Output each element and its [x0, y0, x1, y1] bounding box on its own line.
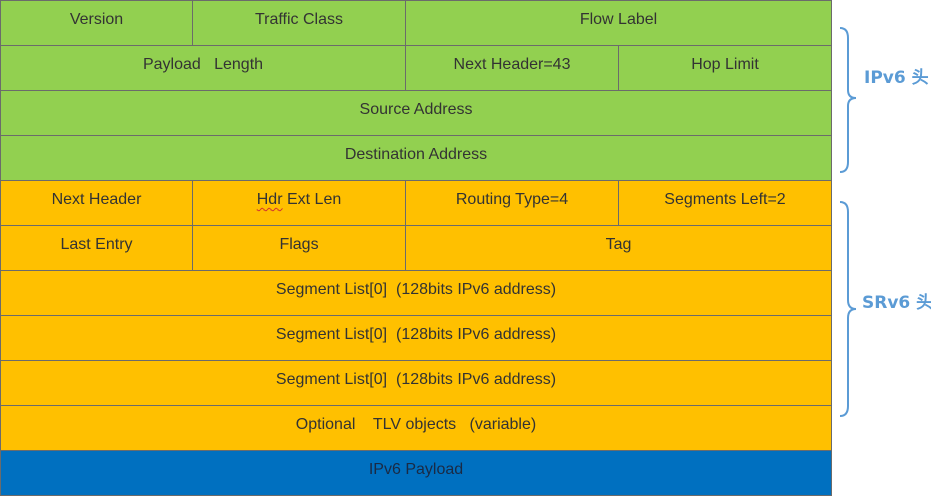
field-flags: Flags [192, 225, 406, 271]
field-next-header-43: Next Header=43 [405, 45, 619, 91]
field-flow-label: Flow Label [405, 0, 832, 46]
field-destination-address: Destination Address [0, 135, 832, 181]
field-ipv6-payload: IPv6 Payload [0, 450, 832, 496]
field-hdr-ext-len: Hdr Ext Len [192, 180, 406, 226]
ext-len-text: Ext Len [282, 191, 342, 208]
field-optional-tlv: Optional TLV objects (variable) [0, 405, 832, 451]
srv6-header-label: SRv6 头 [862, 293, 931, 313]
field-srh-next-header: Next Header [0, 180, 193, 226]
field-segment-list-3: Segment List[0] (128bits IPv6 address) [0, 360, 832, 406]
ipv6-header-brace [839, 27, 857, 173]
field-version: Version [0, 0, 193, 46]
field-hop-limit: Hop Limit [618, 45, 832, 91]
field-tag: Tag [405, 225, 832, 271]
field-source-address: Source Address [0, 90, 832, 136]
field-traffic-class: Traffic Class [192, 0, 406, 46]
field-segment-list-1: Segment List[0] (128bits IPv6 address) [0, 270, 832, 316]
ipv6-header-label: IPv6 头 [864, 68, 929, 88]
field-segment-list-2: Segment List[0] (128bits IPv6 address) [0, 315, 832, 361]
field-last-entry: Last Entry [0, 225, 193, 271]
srv6-packet-diagram: Version Traffic Class Flow Label Payload… [0, 0, 832, 496]
field-segments-left: Segments Left=2 [618, 180, 832, 226]
hdr-text: Hdr [256, 191, 283, 208]
field-routing-type: Routing Type=4 [405, 180, 619, 226]
srv6-header-brace [839, 201, 857, 417]
field-payload-length: Payload Length [0, 45, 406, 91]
